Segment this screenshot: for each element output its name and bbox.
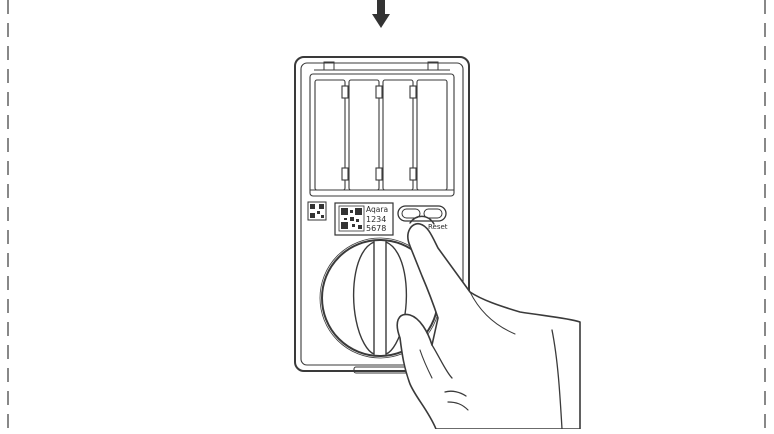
battery-compartment	[309, 73, 455, 197]
label-code-line2: 5678	[366, 224, 386, 233]
qr-code-icon	[338, 205, 365, 232]
label-code-line1: 1234	[366, 215, 386, 224]
reset-label: Reset	[428, 223, 448, 231]
device-label: Aqara 1234 5678	[334, 202, 394, 236]
reset-button: Reset	[397, 205, 448, 231]
down-arrow-icon	[372, 0, 390, 28]
hand-icon	[396, 215, 581, 430]
label-brand: Aqara	[366, 205, 388, 214]
small-qr-code-icon	[307, 201, 327, 221]
